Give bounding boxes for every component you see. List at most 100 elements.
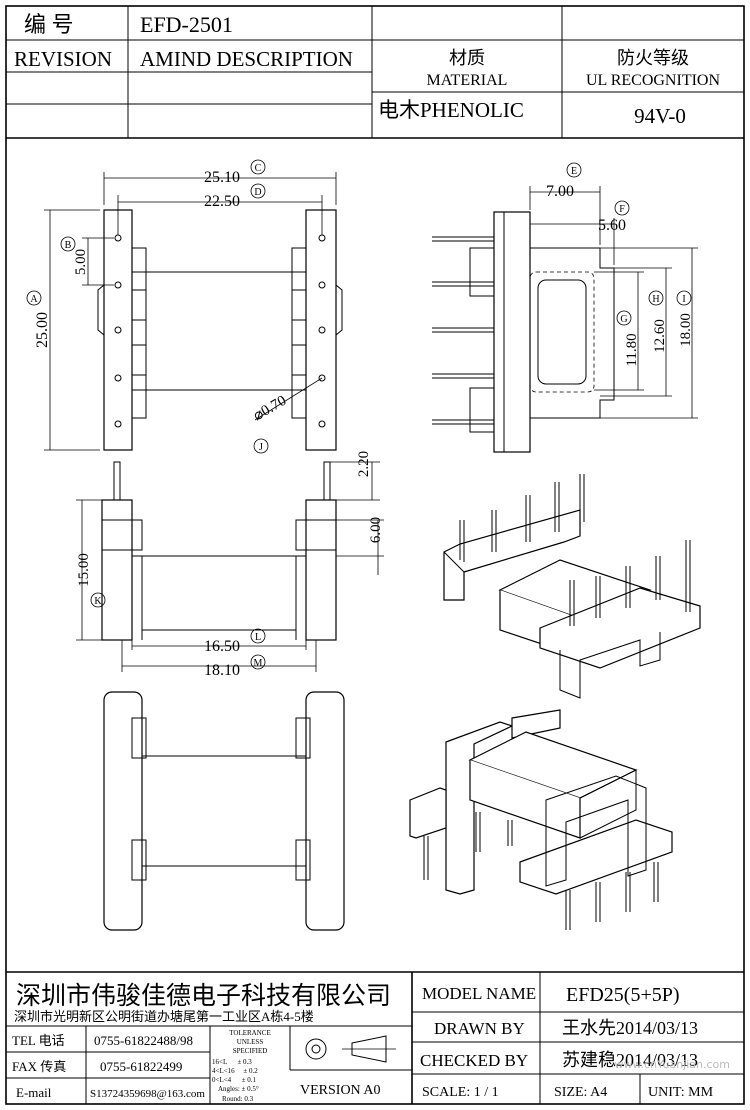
svg-text:Angles: ± 0.5°: Angles: ± 0.5° [218, 1085, 259, 1093]
model-name-value: EFD25(5+5P) [566, 984, 680, 1006]
watermark: www.cnYuanjian.com [615, 1058, 730, 1071]
pin-hole [114, 281, 122, 289]
dim-pin-value: 2.20 [356, 451, 372, 477]
dim-a-value: 25.00 [34, 312, 51, 348]
svg-text:16<L ± 0.3: 16<L ± 0.3 [212, 1058, 252, 1066]
title-header: 编 号 EFD-2501 REVISION AMIND DESCRIPTION … [6, 6, 744, 139]
bottom-view-right-flange [305, 691, 345, 931]
isometric-view-top [443, 474, 701, 699]
pin-hole [114, 420, 122, 428]
revision-label: REVISION [14, 47, 112, 71]
side-view: 7.00 5.60 11.80 12.60 18.00 [432, 183, 698, 453]
svg-text:A: A [30, 294, 38, 305]
material-en-label: MATERIAL [427, 72, 508, 89]
company-address: 深圳市光明新区公明街道办塘尾第一工业区A栋4-5楼 [14, 1009, 314, 1024]
tel-label: TEL 电话 [12, 1033, 65, 1048]
dim-slot-value: 6.00 [368, 517, 384, 543]
callout-j: J [253, 438, 269, 454]
scale-label: SCALE: 1 / 1 [422, 1085, 499, 1100]
material-value: 电木PHENOLIC [378, 98, 524, 122]
dim-m-value: 18.10 [204, 662, 240, 679]
ul-cn-label: 防火等级 [617, 48, 689, 68]
svg-text:M: M [254, 658, 263, 669]
company-name: 深圳市伟骏佳德电子科技有限公司 [16, 982, 391, 1010]
dim-j-value: ⌀0.70 [251, 393, 290, 424]
drawn-by-label: DRAWN BY [434, 1019, 525, 1038]
dim-k-value: 15.00 [76, 553, 92, 587]
top-view-right-flange [305, 209, 337, 451]
callout-m: M [250, 654, 266, 670]
svg-text:C: C [255, 163, 262, 174]
svg-text:F: F [619, 204, 625, 215]
svg-text:H: H [652, 294, 659, 305]
pin-hole [318, 326, 326, 334]
fax-value: 0755-61822499 [100, 1059, 182, 1074]
pin-hole [114, 326, 122, 334]
pin-hole [318, 281, 326, 289]
pin-hole [318, 420, 326, 428]
callout-i: I [676, 290, 692, 306]
svg-text:Round: 0.3: Round: 0.3 [222, 1095, 254, 1103]
tel-value: 0755-61822488/98 [94, 1033, 193, 1048]
callout-d: D [250, 183, 266, 199]
email-label: E-mail [16, 1085, 52, 1100]
svg-text:SPECIFIED: SPECIFIED [233, 1047, 268, 1055]
front-view-left-flange [101, 499, 133, 641]
part-number: EFD-2501 [140, 12, 233, 37]
callout-c: C [250, 159, 266, 175]
sheet-border [5, 5, 745, 1105]
size-label: SIZE: A4 [554, 1085, 607, 1100]
front-view: 2.20 6.00 15.00 16.50 18.10 [76, 451, 384, 679]
email-value: S13724359698@163.com [90, 1088, 205, 1100]
version-label: VERSION A0 [300, 1083, 381, 1098]
bottom-view [103, 691, 345, 931]
checked-by-value: 苏建稳2014/03/13 [562, 1050, 698, 1070]
part-number-label: 编 号 [24, 12, 74, 37]
title-block: 深圳市伟骏佳德电子科技有限公司 深圳市光明新区公明街道办塘尾第一工业区A栋4-5… [6, 971, 744, 1104]
winding-window [529, 271, 595, 393]
svg-text:UNLESS: UNLESS [237, 1038, 264, 1046]
tolerance-table: TOLERANCE UNLESS SPECIFIED 16<L ± 0.3 4<… [212, 1029, 271, 1103]
checked-by-label: CHECKED BY [420, 1051, 528, 1070]
ul-value: 94V-0 [634, 104, 686, 128]
unit-label: UNIT: MM [648, 1085, 714, 1100]
top-view-left-flange [103, 209, 133, 451]
description-label: AMIND DESCRIPTION [140, 47, 353, 71]
isometric-view-bottom [409, 709, 673, 930]
callout-a: A [26, 290, 42, 306]
svg-text:0<L<4 ± 0.1: 0<L<4 ± 0.1 [212, 1076, 257, 1084]
ul-en-label: UL RECOGNITION [586, 72, 721, 89]
dim-b-value: 5.00 [73, 249, 89, 275]
dim-g-value: 11.80 [624, 333, 640, 366]
svg-text:E: E [571, 166, 577, 177]
svg-text:B: B [65, 240, 72, 251]
side-view-flange [493, 211, 531, 453]
callout-e: E [566, 162, 582, 178]
pin-hole [114, 374, 122, 382]
dim-e-value: 7.00 [546, 183, 574, 200]
material-cn-label: 材质 [449, 48, 485, 68]
svg-text:I: I [682, 294, 685, 305]
projection-symbol-icon [305, 1035, 396, 1063]
drawn-by-value: 王水先2014/03/13 [562, 1018, 698, 1038]
svg-text:D: D [254, 187, 261, 198]
dim-c-value: 25.10 [204, 169, 240, 186]
callout-f: F [614, 200, 630, 216]
pin-hole [318, 374, 326, 382]
svg-text:L: L [255, 632, 261, 643]
dim-h-value: 12.60 [652, 319, 668, 353]
callout-l: L [250, 628, 266, 644]
callout-markers: C D B A J E F G H I K L M [26, 159, 692, 670]
dim-l-value: 16.50 [204, 638, 240, 655]
svg-text:K: K [94, 596, 102, 607]
model-name-label: MODEL NAME [422, 984, 536, 1003]
dim-i-value: 18.00 [678, 313, 694, 347]
top-view: 25.10 22.50 25.00 5.00 ⌀0.70 [34, 169, 343, 451]
fax-label: FAX 传真 [12, 1059, 66, 1074]
callout-b: B [60, 236, 76, 252]
callout-k: K [90, 592, 106, 608]
front-view-right-flange [305, 499, 337, 641]
svg-text:G: G [620, 314, 627, 325]
svg-text:J: J [259, 442, 263, 453]
